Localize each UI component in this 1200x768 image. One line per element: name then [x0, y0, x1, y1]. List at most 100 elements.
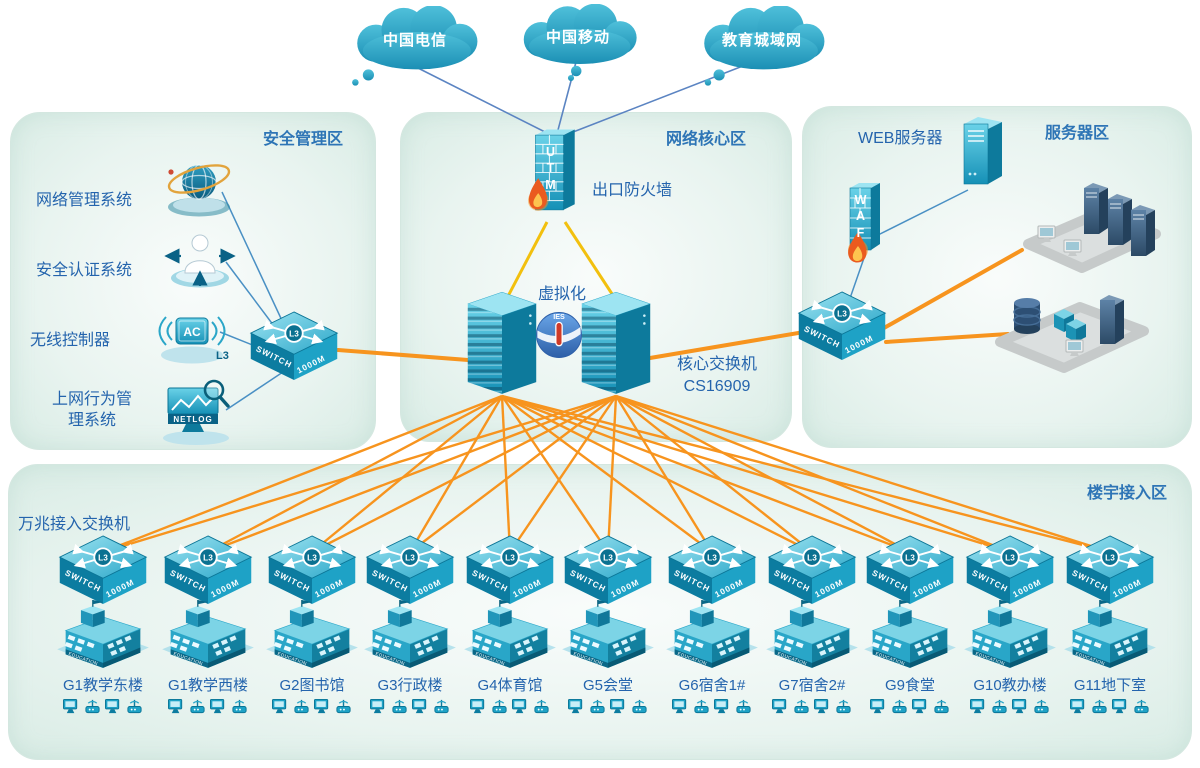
building-label: G1教学西楼: [167, 677, 248, 694]
label-network-mgmt: 网络管理系统: [36, 192, 133, 209]
cloud-icon: [352, 5, 478, 86]
network-mgmt-icon: [156, 152, 242, 225]
school-building-icon: EDUCATION: [57, 600, 149, 668]
wireless-ap-icon: [736, 699, 751, 714]
wireless-ap-icon: [127, 699, 142, 714]
l3-switch-icon: L3 SWITCH 1000M: [267, 535, 357, 605]
utm-firewall-icon: UTM: [526, 122, 586, 228]
access-switch: L3 SWITCH 1000M: [666, 534, 758, 605]
school-building-icon: EDUCATION: [964, 600, 1056, 668]
wireless-ap-icon: [1092, 699, 1107, 714]
core-switch-chassis-icon: [572, 288, 660, 403]
computer-icon: [105, 698, 120, 714]
computer-icon: [912, 698, 927, 714]
building-access-group: L3 SWITCH 1000M EDUCATION G: [858, 534, 962, 715]
school-building-icon: EDUCATION: [562, 600, 654, 668]
building-label: G2图书馆: [279, 677, 345, 694]
switch-l3-label: L3: [98, 553, 108, 562]
cloud-icon: [704, 5, 825, 86]
auth-system-icon: [164, 226, 236, 295]
database-icon: [1013, 298, 1041, 334]
switch-l3-label: L3: [807, 553, 817, 562]
wireless-ap-icon: [232, 699, 247, 714]
computer-icon: [209, 698, 225, 714]
l3-switch-icon: L3 SWITCH 1000M: [249, 311, 339, 381]
computer-icon: [870, 698, 885, 714]
rack-server-icon: [1084, 183, 1155, 256]
wireless-controller-icon: AC L3: [154, 298, 236, 371]
zone-core-title: 网络核心区: [665, 131, 746, 148]
cloud-icon: [523, 3, 637, 82]
label-auth-system: 安全认证系统: [36, 262, 133, 279]
school-building-icon: EDUCATION: [364, 600, 456, 668]
l3-switch-icon: L3 SWITCH 1000M: [365, 535, 455, 605]
wireless-ap-icon: [492, 699, 507, 714]
wireless-ap-icon: [1134, 699, 1149, 714]
building-access-group: L3 SWITCH 1000M EDUCATION G: [51, 534, 155, 715]
zone-access-title: 楼宇接入区: [1086, 485, 1167, 502]
switch-l3-label: L3: [603, 553, 613, 562]
workstation-icon: [1065, 339, 1084, 356]
wireless-ap-icon: [434, 699, 449, 714]
school-building-icon: EDUCATION: [864, 600, 956, 668]
school-building-icon: EDUCATION: [766, 600, 858, 668]
terminal-devices: [469, 698, 551, 715]
school-building-icon: EDUCATION: [266, 600, 358, 668]
building-label: G10教办楼: [973, 677, 1047, 694]
switch-l3-label: L3: [405, 553, 415, 562]
building-label: G5会堂: [582, 677, 633, 694]
waf-label: WAF: [854, 193, 867, 240]
wireless-ap-icon: [836, 699, 851, 714]
l3-switch-icon: L3 SWITCH 1000M: [465, 535, 555, 605]
wireless-ap-icon: [392, 699, 407, 714]
wireless-ap-icon: [694, 699, 709, 714]
label-netlog-system: 上网行为管理系统: [51, 391, 132, 429]
terminal-devices: [969, 698, 1051, 715]
switch-l3-label: L3: [289, 329, 299, 338]
access-switch: L3 SWITCH 1000M: [964, 534, 1056, 605]
terminal-devices: [567, 698, 649, 715]
label-wireless-controller: 无线控制器: [30, 332, 111, 349]
computer-icon: [470, 698, 485, 714]
cloud-label: 中国移动: [545, 28, 610, 46]
cloud-label: 中国电信: [382, 32, 447, 50]
l3-switch-icon: L3 SWITCH 1000M: [163, 535, 253, 605]
computer-icon: [1112, 698, 1127, 714]
computer-icon: [672, 698, 687, 714]
terminal-devices: [1069, 698, 1151, 715]
l3-switch-icon: L3 SWITCH 1000M: [767, 535, 857, 605]
wireless-ap-icon: [632, 699, 647, 714]
switch-l3-label: L3: [837, 309, 847, 318]
switch-l3-label: L3: [203, 553, 213, 562]
utm-label: UTM: [545, 145, 556, 192]
building-access-group: L3 SWITCH 1000M EDUCATION G: [760, 534, 864, 715]
wireless-ap-icon: [992, 699, 1007, 714]
computer-icon: [1070, 698, 1085, 714]
computer-icon: [714, 698, 729, 714]
netlog-label: NETLOG: [173, 415, 212, 424]
zone-security-title: 安全管理区: [262, 131, 343, 148]
cloud-china-mobile: 中国移动: [508, 3, 648, 87]
computer-icon: [412, 698, 427, 714]
zone-server-title: 服务器区: [1044, 125, 1109, 142]
access-switch: L3 SWITCH 1000M: [266, 534, 358, 605]
wireless-ap-icon: [190, 699, 205, 714]
building-label: G6宿舍1#: [678, 677, 746, 694]
computer-icon: [512, 698, 527, 714]
computer-icon: [970, 698, 985, 714]
core-switch-name-line2: CS16909: [683, 377, 751, 395]
switch-l3-label: L3: [307, 553, 317, 562]
switch-l3-label: L3: [1005, 553, 1015, 562]
terminal-devices: [271, 698, 353, 715]
wireless-ap-icon: [934, 699, 949, 714]
wireless-ap-icon: [794, 699, 809, 714]
access-switch: L3 SWITCH 1000M: [766, 534, 858, 605]
school-building-icon: EDUCATION: [162, 600, 254, 668]
building-label: G9食堂: [884, 677, 935, 694]
l3-switch-icon: L3 SWITCH 1000M: [667, 535, 757, 605]
computer-icon: [814, 698, 829, 714]
cloud-label: 教育城域网: [721, 32, 802, 50]
building-access-group: L3 SWITCH 1000M EDUCATION G: [660, 534, 764, 715]
l3-switch-icon: L3 SWITCH 1000M: [797, 291, 887, 361]
